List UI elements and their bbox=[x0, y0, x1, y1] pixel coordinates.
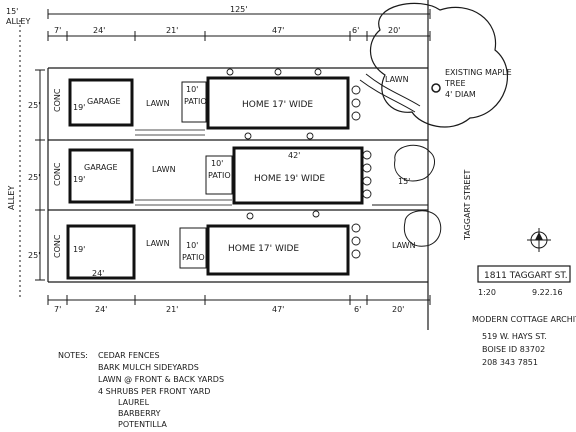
garage-a-depth: 19' bbox=[73, 103, 85, 112]
garage-b-depth: 19' bbox=[73, 175, 85, 184]
patio-b bbox=[205, 155, 233, 195]
note-item-2: BARK MULCH SIDEYARDS bbox=[98, 363, 199, 372]
lot-a: CONC GARAGE 19' LAWN 10' PATIO HOME 17' … bbox=[53, 75, 409, 136]
front-tree-b bbox=[394, 144, 435, 182]
note-shrub-1: LAUREL bbox=[118, 398, 150, 407]
lot-c: CONC 19' 24' LAWN 10' PATIO HOME 17' WID… bbox=[53, 224, 416, 280]
garage-b bbox=[68, 148, 134, 204]
dim-bottom-21: 21' bbox=[166, 305, 178, 314]
front-dim: 15' bbox=[398, 177, 410, 186]
patio-c-depth: 10' bbox=[186, 241, 198, 250]
patio-b-label: PATIO bbox=[208, 171, 231, 180]
dim-top-20: 20' bbox=[388, 26, 400, 35]
drawing-date: 9.22.16 bbox=[532, 288, 563, 297]
garage-c-width: 24' bbox=[92, 269, 104, 278]
lot-b: CONC GARAGE 19' LAWN 10' PATIO HOME 19' … bbox=[53, 146, 410, 206]
alley-top-label: ALLEY bbox=[6, 17, 30, 26]
garage-c bbox=[66, 224, 136, 280]
patio-c-label: PATIO bbox=[182, 253, 205, 262]
dim-bottom-20: 20' bbox=[392, 305, 404, 314]
garage-a-label: GARAGE bbox=[87, 97, 121, 106]
lot-depth-2: 25' bbox=[28, 173, 40, 182]
lawn-c-back: LAWN bbox=[146, 239, 170, 248]
walk-b bbox=[135, 199, 232, 206]
tree-note-line-1: EXISTING MAPLE bbox=[445, 68, 512, 77]
note-shrub-2: BARBERRY bbox=[118, 409, 161, 418]
street-label: TAGGART STREET bbox=[463, 169, 472, 241]
dim-top-7: 7' bbox=[54, 26, 61, 35]
overall-width-label: 125' bbox=[230, 5, 247, 14]
front-walk-a bbox=[359, 73, 421, 113]
garage-b-label: GARAGE bbox=[84, 163, 118, 172]
lot-depth-dimensions: 25' 25' 25' bbox=[28, 69, 45, 281]
title-block: 1811 TAGGART ST. 1:20 9.22.16 MODERN COT… bbox=[472, 265, 576, 367]
garage-c-depth: 19' bbox=[73, 245, 85, 254]
front-tree-c bbox=[403, 210, 442, 247]
home-b bbox=[232, 146, 364, 205]
patio-b-depth: 10' bbox=[211, 159, 223, 168]
alley-width-label: 15' bbox=[6, 7, 18, 16]
home-a-label: HOME 17' WIDE bbox=[242, 100, 313, 110]
dim-bottom-24: 24' bbox=[95, 305, 107, 314]
home-b-label: HOME 19' WIDE bbox=[254, 174, 325, 184]
address-box bbox=[477, 265, 571, 283]
north-arrow-icon bbox=[527, 228, 551, 252]
dim-top-47: 47' bbox=[272, 26, 284, 35]
notes-block: NOTES: CEDAR FENCES BARK MULCH SIDEYARDS… bbox=[58, 351, 224, 429]
note-item-3: LAWN @ FRONT & BACK YARDS bbox=[98, 375, 224, 384]
conc-pad-a: CONC bbox=[53, 88, 62, 112]
tree-note-line-2: TREE bbox=[444, 79, 466, 88]
tree-note-line-3: 4' DIAM bbox=[445, 90, 476, 99]
lawn-b-back: LAWN bbox=[152, 165, 176, 174]
lawn-c-front: LAWN bbox=[392, 241, 416, 250]
note-item-4: 4 SHRUBS PER FRONT YARD bbox=[98, 387, 210, 396]
walk-a bbox=[135, 129, 205, 136]
existing-maple-tree bbox=[369, 2, 508, 128]
lot-fence-lines bbox=[47, 67, 428, 283]
lot-depth-3: 25' bbox=[28, 251, 40, 260]
tree-note: EXISTING MAPLE TREE 4' DIAM bbox=[444, 68, 512, 99]
firm-phone: 208 343 7851 bbox=[482, 358, 538, 367]
shrubs bbox=[226, 68, 372, 259]
drawing-scale: 1:20 bbox=[478, 288, 496, 297]
note-shrub-3: POTENTILLA bbox=[118, 420, 167, 429]
note-item-1: CEDAR FENCES bbox=[98, 351, 160, 360]
patio-a bbox=[181, 81, 207, 123]
lawn-a-back: LAWN bbox=[146, 99, 170, 108]
home-a bbox=[206, 76, 350, 130]
home-b-dim: 42' bbox=[288, 151, 300, 160]
tree-trunk-marker bbox=[431, 83, 441, 93]
bottom-segment-dimensions: 7' 24' 21' 47' 6' 20' bbox=[47, 295, 431, 314]
firm-name: MODERN COTTAGE ARCHITECTS bbox=[472, 315, 576, 324]
conc-pad-b: CONC bbox=[53, 162, 62, 186]
top-segment-dimensions: 7' 24' 21' 47' 6' 20' bbox=[47, 26, 431, 41]
patio-a-depth: 10' bbox=[186, 85, 198, 94]
home-c bbox=[206, 224, 350, 276]
dim-bottom-7: 7' bbox=[54, 305, 61, 314]
project-address: 1811 TAGGART ST. bbox=[484, 271, 568, 281]
patio-a-label: PATIO bbox=[184, 97, 207, 106]
patio-c bbox=[179, 227, 207, 269]
firm-city: BOISE ID 83702 bbox=[482, 345, 545, 354]
dim-bottom-6: 6' bbox=[354, 305, 361, 314]
home-c-label: HOME 17' WIDE bbox=[228, 244, 299, 254]
lot-depth-1: 25' bbox=[28, 101, 40, 110]
dim-top-6: 6' bbox=[352, 26, 359, 35]
lawn-a-front: LAWN bbox=[385, 75, 409, 84]
conc-pad-c: CONC bbox=[53, 234, 62, 258]
dim-top-21: 21' bbox=[166, 26, 178, 35]
alley-side-label: ALLEY bbox=[7, 186, 16, 210]
top-overall-dimension: 125' bbox=[47, 5, 431, 19]
garage-a bbox=[68, 78, 134, 127]
dim-top-24: 24' bbox=[93, 26, 105, 35]
notes-title: NOTES: bbox=[58, 351, 88, 360]
firm-street: 519 W. HAYS ST. bbox=[482, 332, 547, 341]
dim-bottom-47: 47' bbox=[272, 305, 284, 314]
